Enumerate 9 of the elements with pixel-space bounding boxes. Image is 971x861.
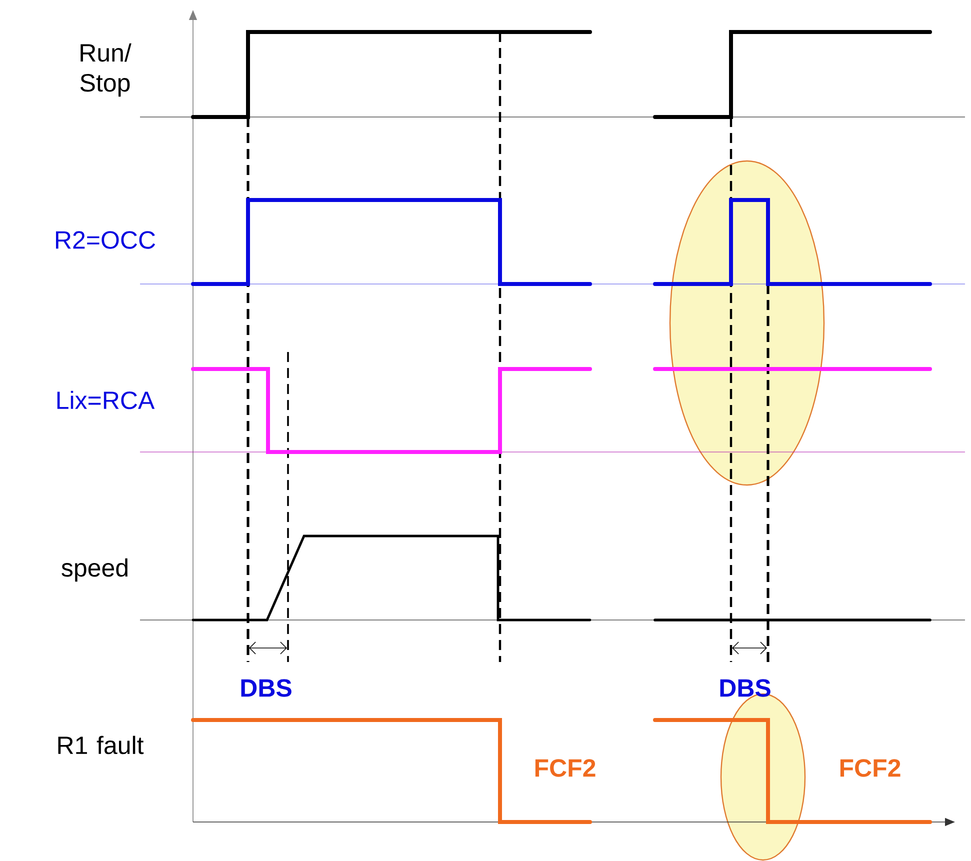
fault-label: FCF2: [840, 759, 900, 777]
fault-label: FCF2: [535, 759, 596, 777]
signal-label: R2=OCC: [56, 231, 156, 249]
signal-label: speed: [62, 558, 128, 582]
signal-label: Lix=RCA: [57, 390, 155, 410]
signal-label: R1 fault: [58, 736, 144, 754]
delay-label: DBS: [720, 679, 770, 697]
signal-label: Run/ Stop: [80, 43, 132, 97]
delay-label: DBS: [241, 679, 292, 697]
